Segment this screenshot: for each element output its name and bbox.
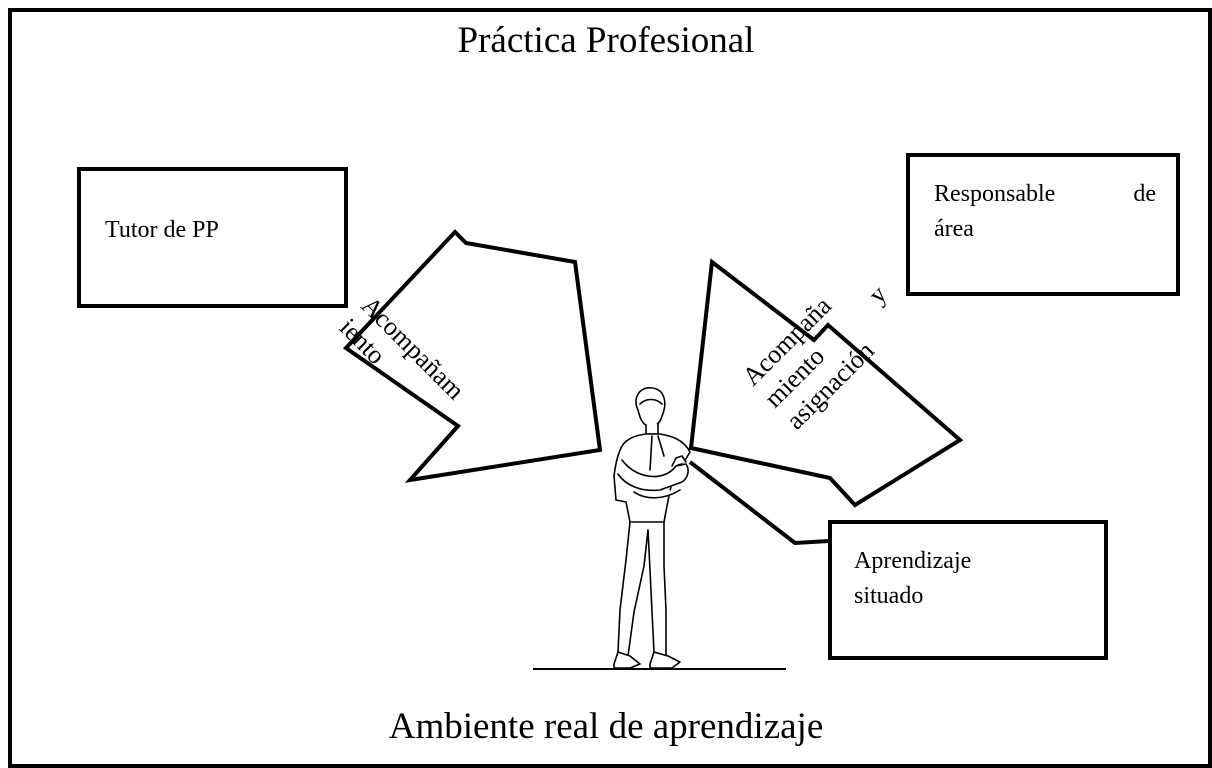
responsable-area-word: área — [934, 215, 974, 242]
standing-person-icon — [613, 387, 691, 669]
tutor-label: Tutor de PP — [105, 217, 219, 243]
diagram-title: Práctica Profesional — [457, 20, 755, 61]
responsable-word: Responsable — [934, 181, 1056, 207]
aprendizaje-line1: Aprendizaje — [854, 548, 972, 574]
left-arrow — [342, 229, 603, 483]
right-arrow — [688, 258, 964, 508]
aprendizaje-label: Aprendizaje situado — [854, 544, 1084, 614]
aprendizaje-box: Aprendizaje situado — [828, 520, 1108, 660]
aprendizaje-line2: situado — [854, 582, 924, 609]
connector-line — [688, 460, 830, 546]
responsable-de-word: de — [1133, 181, 1156, 207]
diagram-footer: Ambiente real de aprendizaje — [388, 706, 824, 747]
responsable-label: Responsable de área — [934, 177, 1156, 247]
tutor-box: Tutor de PP — [77, 167, 348, 308]
responsable-box: Responsable de área — [906, 153, 1180, 296]
